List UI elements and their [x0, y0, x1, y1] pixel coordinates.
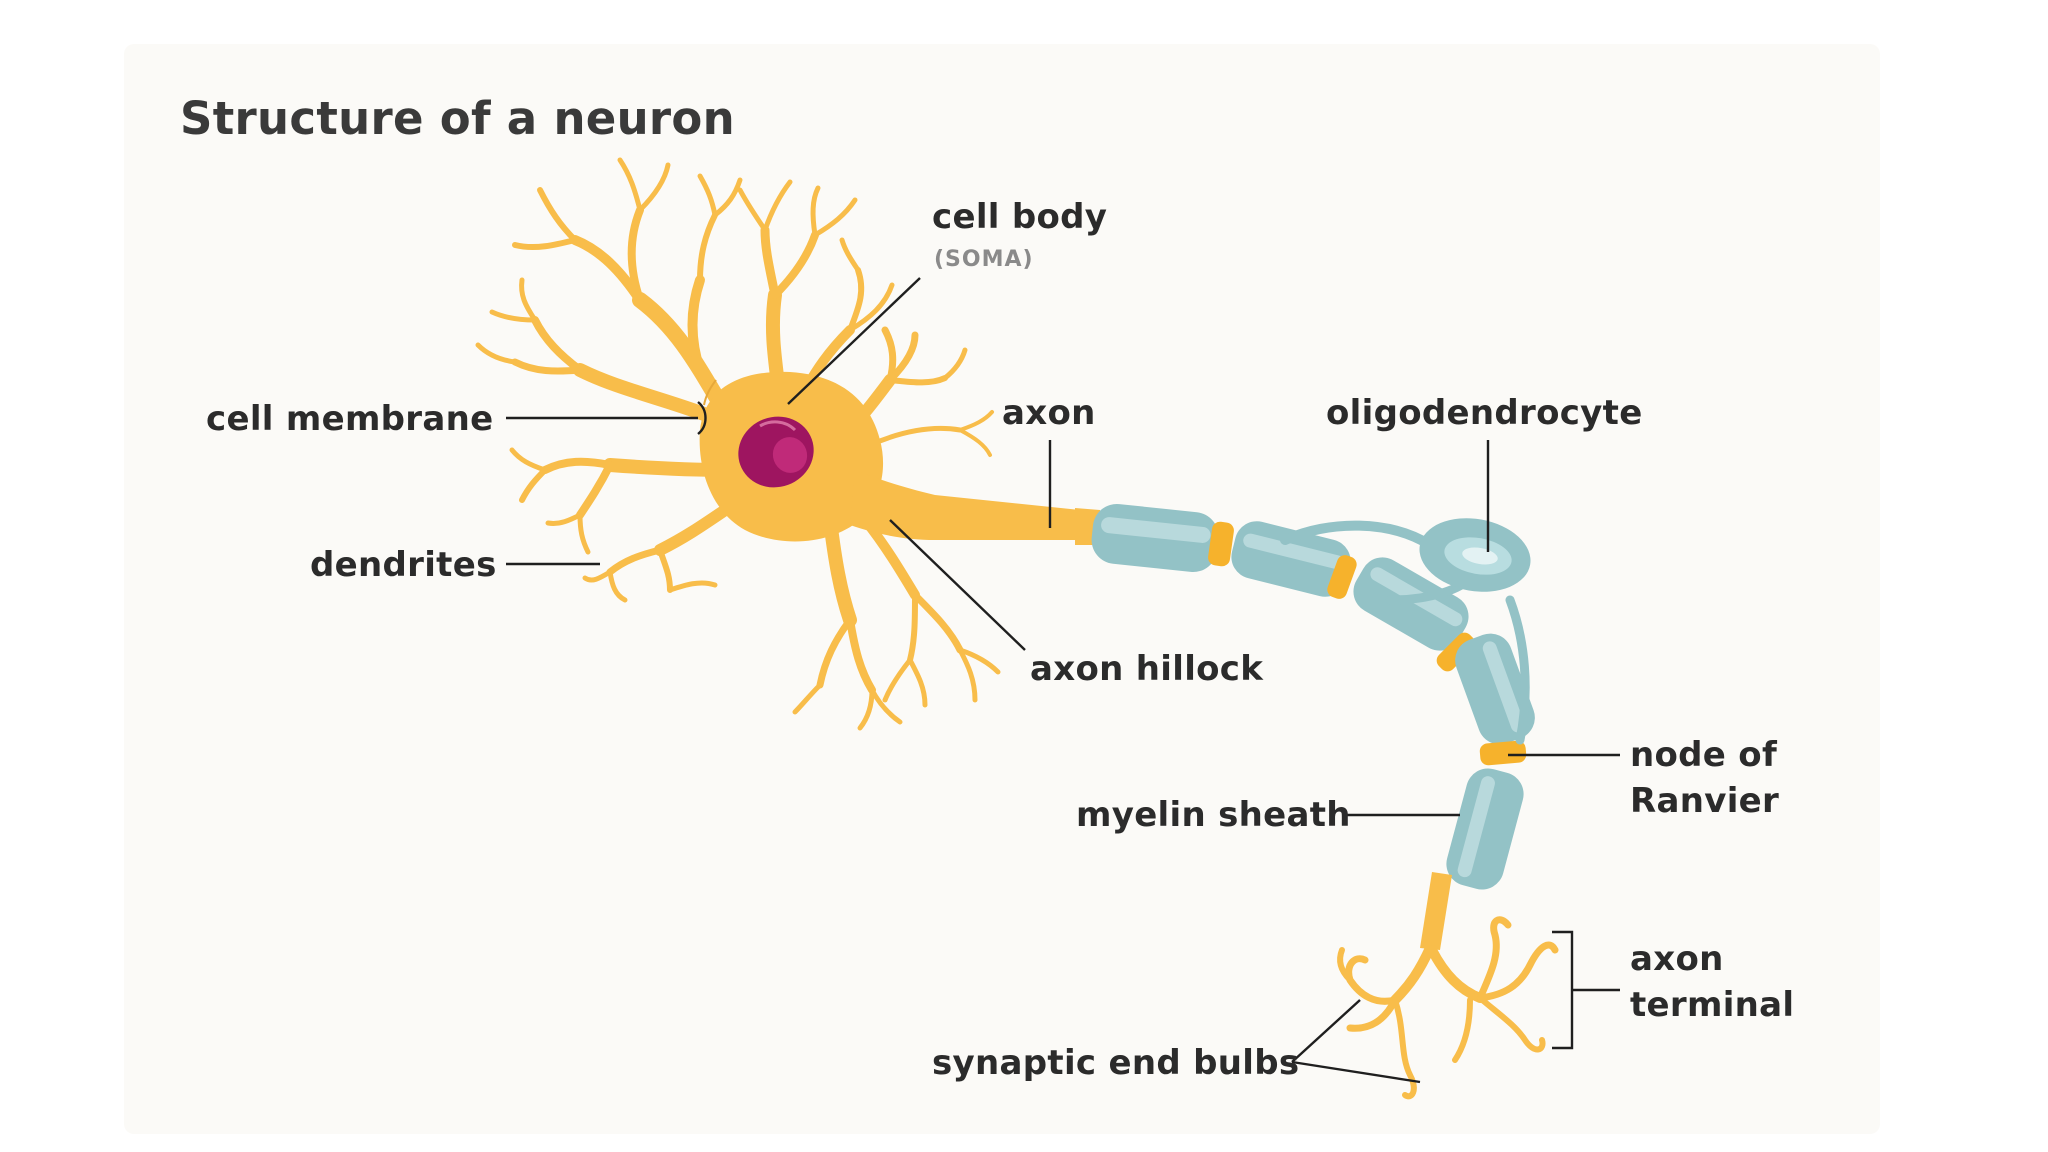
label-oligodendrocyte: oligodendrocyte	[1326, 393, 1643, 433]
label-cell-membrane: cell membrane	[206, 399, 494, 439]
label-soma: (SOMA)	[934, 247, 1034, 272]
neuron	[475, 157, 1559, 1100]
label-myelin-sheath: myelin sheath	[1076, 795, 1351, 835]
diagram-title: Structure of a neuron	[180, 92, 735, 145]
label-node-of-ranvier-line1: node of	[1630, 735, 1778, 775]
dendrites	[475, 157, 1001, 731]
axon-terminal-stem	[1420, 872, 1452, 950]
leader-lines	[506, 277, 1620, 1084]
label-cell-body: cell body	[932, 197, 1107, 237]
label-synaptic-end-bulbs: synaptic end bulbs	[932, 1043, 1299, 1083]
label-node-of-ranvier-line2: Ranvier	[1630, 781, 1779, 821]
label-axon-hillock: axon hillock	[1030, 649, 1264, 689]
label-axon: axon	[1002, 393, 1096, 433]
label-dendrites: dendrites	[310, 545, 497, 585]
cell-membrane	[703, 379, 717, 406]
myelin-sheath	[1091, 503, 1535, 890]
axon-hillock	[850, 470, 1080, 540]
nucleus	[738, 416, 814, 488]
labels: cell body (SOMA) cell membrane dendrites…	[206, 197, 1794, 1083]
diagram-panel	[124, 44, 1880, 1134]
oligodendrocyte	[1280, 518, 1531, 745]
label-axon-terminal-line1: axon	[1630, 939, 1724, 979]
label-axon-terminal-line2: terminal	[1630, 985, 1794, 1025]
axon-terminal-branches	[1337, 916, 1559, 1100]
